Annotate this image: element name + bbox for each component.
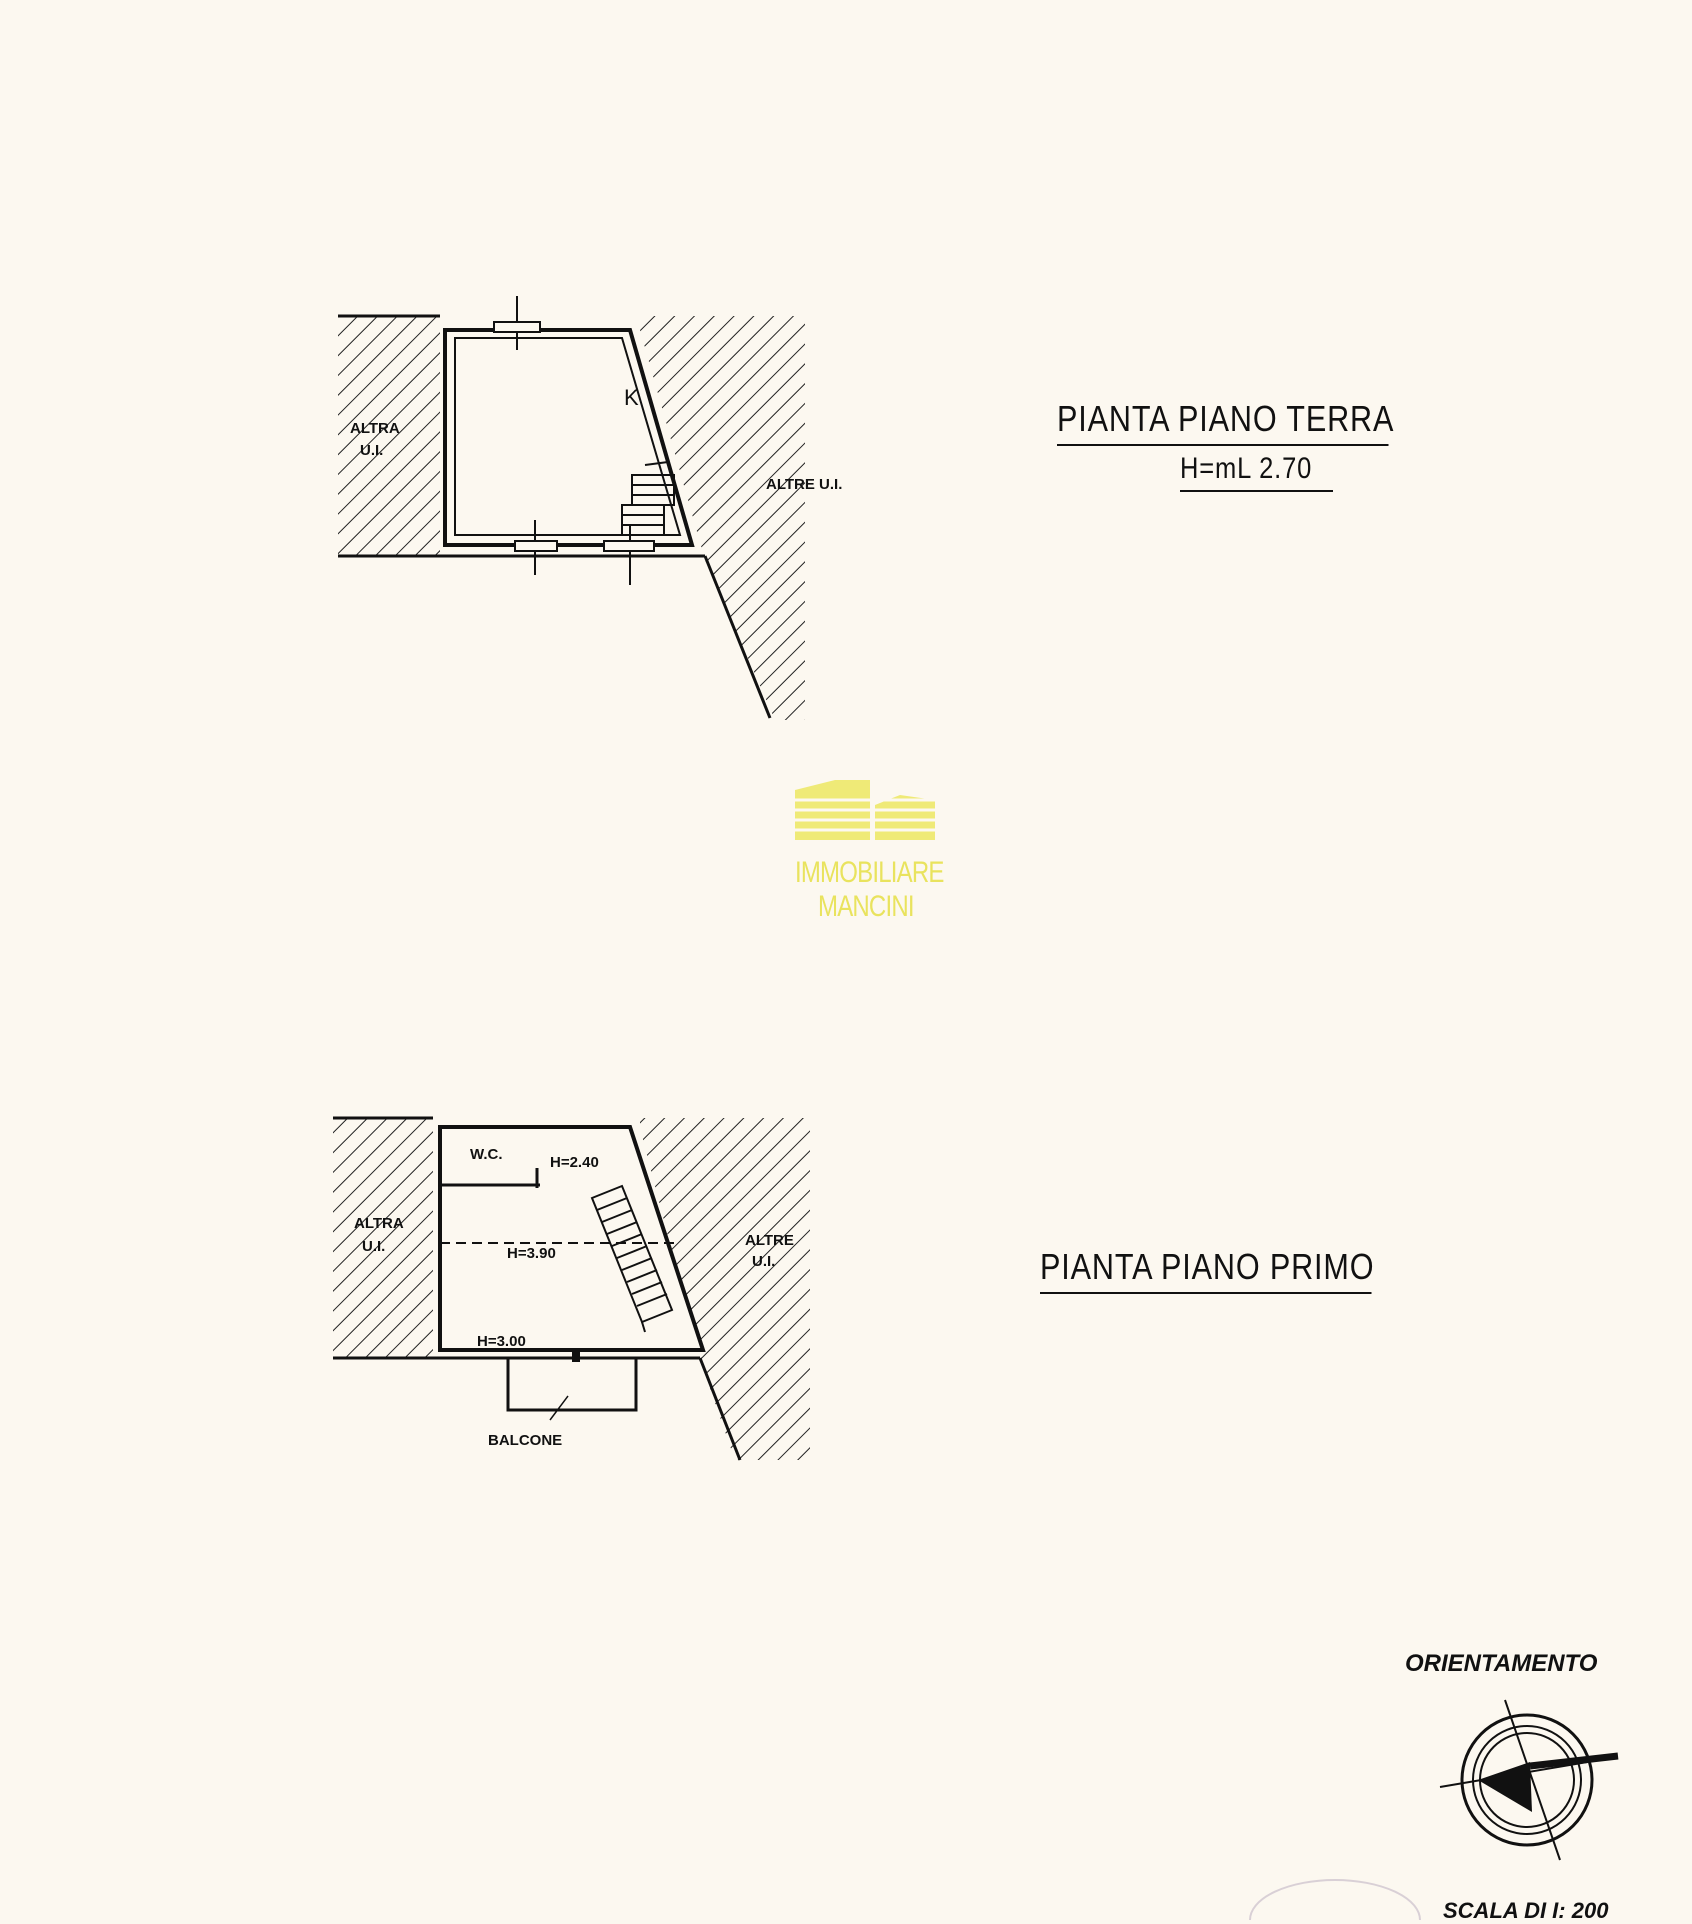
ground-right-hatched-wall xyxy=(640,316,805,720)
ground-left-label: ALTRA xyxy=(350,420,400,437)
balcony-label: BALCONE xyxy=(488,1432,563,1449)
svg-text:K: K xyxy=(624,385,639,410)
first-stairs xyxy=(590,1184,674,1333)
orientation-label: ORIENTAMENTO xyxy=(1405,1650,1598,1677)
first-right-label-2: U.I. xyxy=(752,1253,776,1270)
watermark-line1: IMMOBILIARE xyxy=(795,856,944,889)
first-floor-title: PIANTA PIANO PRIMO xyxy=(1040,1246,1374,1294)
ground-floor-height: H=mL 2.70 xyxy=(1180,452,1333,492)
compass-arrow xyxy=(1478,1762,1532,1812)
ground-right-label: ALTRE U.I. xyxy=(766,476,843,493)
scale-label: SCALA DI I: 200 xyxy=(1443,1898,1609,1923)
first-right-label: ALTRE xyxy=(745,1232,794,1249)
stamp xyxy=(1249,1879,1421,1920)
ground-stairs xyxy=(621,461,675,536)
wc-height: H=2.40 xyxy=(550,1154,599,1171)
first-left-label: ALTRA xyxy=(354,1215,404,1232)
watermark-logo xyxy=(795,780,935,840)
first-room-outline xyxy=(438,1125,706,1352)
first-left-label-2: U.I. xyxy=(362,1238,386,1255)
ground-floor-plan: K xyxy=(338,296,805,720)
watermark-line2: MANCINI xyxy=(818,890,915,923)
main-height: H=3.90 xyxy=(507,1245,556,1262)
first-right-hatched-wall xyxy=(640,1118,810,1460)
first-left-hatched-wall xyxy=(333,1118,433,1358)
compass-rose xyxy=(1439,1699,1619,1861)
wc-label: W.C. xyxy=(470,1146,503,1163)
ground-left-label-2: U.I. xyxy=(360,442,384,459)
balcony xyxy=(506,1356,638,1412)
first-floor-plan xyxy=(333,1116,810,1461)
ground-left-hatched-wall xyxy=(338,316,440,556)
ground-floor-title: PIANTA PIANO TERRA xyxy=(1057,398,1393,446)
ground-room-outline xyxy=(443,328,695,547)
front-height: H=3.00 xyxy=(477,1333,526,1350)
